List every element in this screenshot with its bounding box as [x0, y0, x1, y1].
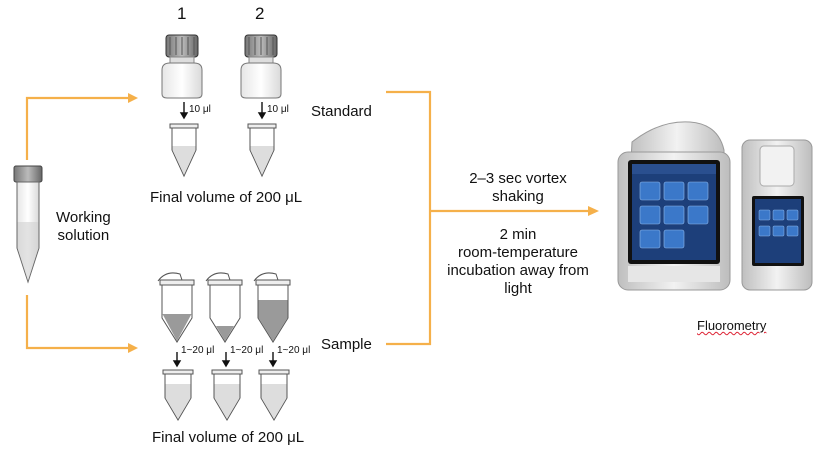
sample-source-tube-2-icon — [205, 272, 243, 343]
volume-label-sample-1: 1~20 μl — [181, 345, 215, 356]
sample-label: Sample — [321, 336, 372, 353]
working-solution-line-1: Working — [56, 209, 111, 226]
vortex-step-label: 2–3 sec vortex shaking — [438, 170, 598, 206]
arrowhead-fluorometer — [588, 206, 599, 216]
bottle-2-icon — [240, 34, 282, 99]
incubation-step-line-1: 2 min — [499, 226, 537, 243]
fluorometer-large-icon — [617, 121, 731, 291]
final-volume-bottom-label: Final volume of 200 μL — [152, 429, 305, 446]
sample-source-tube-3-icon — [253, 272, 291, 343]
sample-dest-tube-1-icon — [162, 369, 194, 421]
vortex-step-line-1: 2–3 sec vortex — [469, 170, 567, 187]
bottle-1-label: 1 — [177, 4, 187, 23]
bottle-1-icon — [161, 34, 203, 99]
incubation-step-line-3: incubation away from — [447, 262, 589, 279]
sample-source-tube-1-icon — [157, 272, 195, 343]
working-solution-tube-icon — [13, 165, 43, 284]
arrow-to-standard — [25, 96, 128, 160]
arrow-down-icon-group — [172, 102, 278, 368]
volume-label-sample-3: 1~20 μl — [277, 345, 311, 356]
standard-tube-1-icon — [169, 123, 199, 178]
arrowhead-standard — [128, 93, 138, 103]
incubation-step-line-4: light — [504, 280, 532, 297]
fluorometry-label: Fluorometry — [697, 318, 767, 333]
sample-dest-tube-2-icon — [211, 369, 243, 421]
final-volume-top-label: Final volume of 200 μL — [150, 189, 303, 206]
volume-label-standard-1: 10 μl — [189, 104, 211, 115]
volume-label-sample-2: 1~20 μl — [230, 345, 264, 356]
flow-arrows — [25, 90, 599, 353]
volume-label-standard-2: 10 μl — [267, 104, 289, 115]
vortex-step-line-2: shaking — [492, 188, 544, 205]
incubation-step-line-2: room-temperature — [457, 244, 579, 261]
incubation-step-label: 2 min room-temperature incubation away f… — [430, 226, 606, 298]
standard-label: Standard — [311, 103, 372, 120]
standard-tube-2-icon — [247, 123, 277, 178]
working-solution-line-2: solution — [57, 227, 110, 244]
fluorometer-small-icon — [741, 139, 813, 291]
merge-line — [386, 90, 432, 346]
working-solution-label: Working solution — [56, 209, 111, 245]
bottle-2-label: 2 — [255, 4, 265, 23]
arrow-to-sample — [25, 295, 128, 350]
sample-dest-tube-3-icon — [258, 369, 290, 421]
arrowhead-sample — [128, 343, 138, 353]
